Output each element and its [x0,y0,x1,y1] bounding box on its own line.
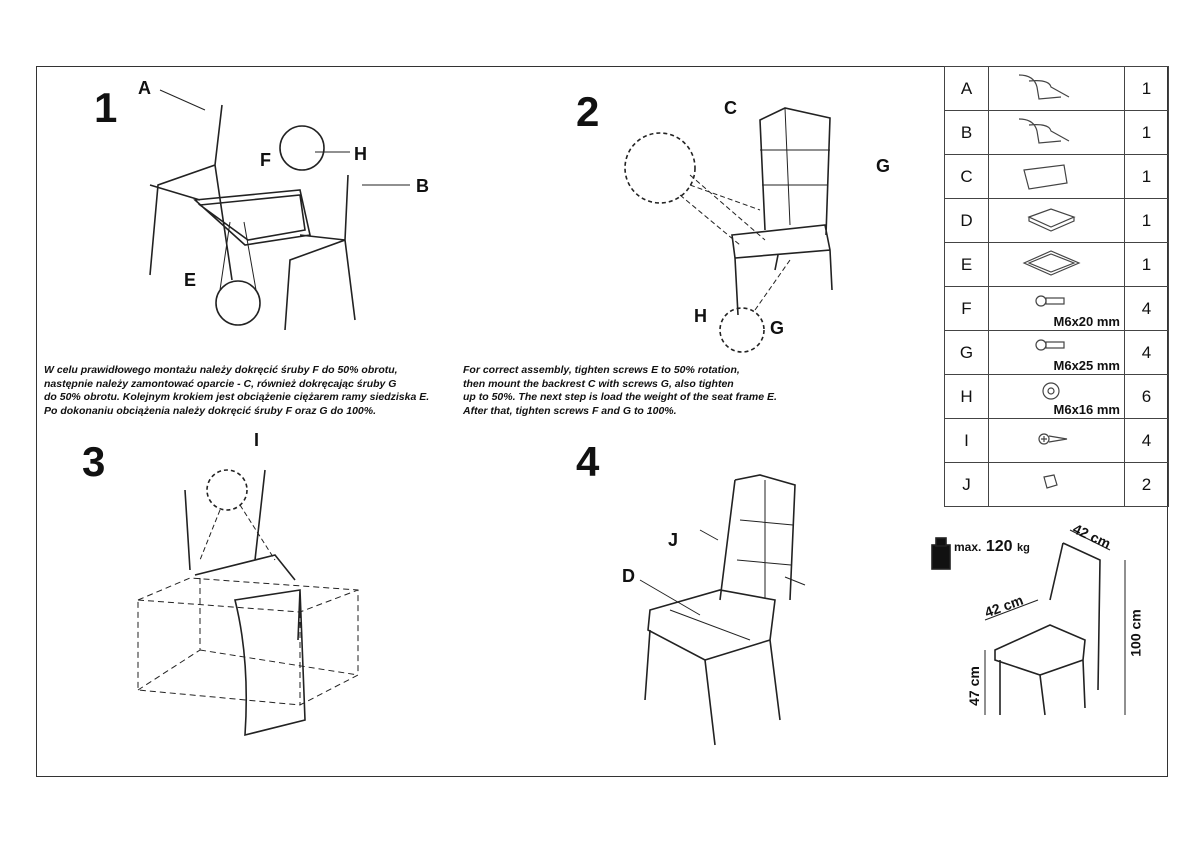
step3-drawing [137,469,359,737]
max-weight: max. 120 kg [954,538,1030,556]
seat-frame-icon [1022,250,1081,276]
part-row-i: I 4 [944,418,1169,463]
part-spec: M6x20 mm [1053,314,1120,329]
step1-drawing [149,89,410,331]
label-b: B [416,176,429,196]
part-letter: J [944,462,989,507]
part-letter: D [944,198,989,243]
label-j: J [668,530,679,550]
instructions-polish: W celu prawidłowego montażu należy dokrę… [44,364,430,417]
part-letter: H [944,374,989,419]
step-number-4: 4 [576,438,600,485]
part-quantity: 1 [1124,198,1169,243]
leg-frame-icon [1018,74,1070,100]
label-h-step2: H [694,306,707,326]
max-value: 120 [985,538,1013,555]
part-image [988,66,1125,111]
step-number-2: 2 [576,88,600,135]
seat-cushion-icon [1027,208,1076,232]
part-image: M6x20 mm [988,286,1125,331]
part-image [988,110,1125,155]
washer-icon [1042,382,1060,400]
part-image [988,418,1125,463]
part-letter: A [944,66,989,111]
part-row-a: A 1 [944,66,1169,111]
label-h: H [354,144,367,164]
dimension-seat-height: 47 cm [965,666,982,706]
part-image: M6x25 mm [988,330,1125,375]
part-image [988,154,1125,199]
cap-icon [1043,474,1058,489]
part-quantity: 4 [1124,330,1169,375]
label-i: I [254,430,260,450]
dimension-height: 100 cm [1127,609,1144,657]
label-d: D [622,566,635,586]
part-quantity: 1 [1124,242,1169,287]
part-row-e: E 1 [944,242,1169,287]
label-f: F [260,150,271,170]
part-quantity: 4 [1124,286,1169,331]
part-image [988,198,1125,243]
part-row-h: H M6x16 mm 6 [944,374,1169,419]
part-quantity: 1 [1124,110,1169,155]
step-number-3: 3 [82,438,106,485]
part-letter: G [944,330,989,375]
part-letter: E [944,242,989,287]
part-quantity: 4 [1124,418,1169,463]
label-g: G [876,156,891,176]
instructions-english: For correct assembly, tighten screws E t… [463,364,777,417]
label-e: E [184,270,197,290]
step2-drawing [624,107,833,353]
max-label: max. [954,540,982,554]
backrest-icon [1023,164,1068,190]
part-quantity: 2 [1124,462,1169,507]
leg-frame-icon [1018,118,1070,144]
part-image [988,242,1125,287]
part-row-d: D 1 [944,198,1169,243]
part-quantity: 6 [1124,374,1169,419]
part-row-j: J 2 [944,462,1169,507]
label-a: A [138,78,151,98]
bolt-icon [1035,339,1065,351]
wood-screw-icon [1038,433,1068,445]
max-unit: kg [1016,542,1030,554]
part-row-c: C 1 [944,154,1169,199]
part-spec: M6x25 mm [1053,358,1120,373]
part-letter: B [944,110,989,155]
part-letter: C [944,154,989,199]
part-image [988,462,1125,507]
step-number-1: 1 [94,84,118,131]
part-quantity: 1 [1124,66,1169,111]
dimension-chair-drawing [931,529,1126,716]
bolt-icon [1035,295,1065,307]
label-c: C [724,98,737,118]
part-row-f: F M6x20 mm 4 [944,286,1169,331]
part-row-g: G M6x25 mm 4 [944,330,1169,375]
part-letter: F [944,286,989,331]
part-spec: M6x16 mm [1053,402,1120,417]
part-letter: I [944,418,989,463]
part-image: M6x16 mm [988,374,1125,419]
part-row-b: B 1 [944,110,1169,155]
step4-drawing [639,474,806,746]
label-g-step2: G [770,318,785,338]
part-quantity: 1 [1124,154,1169,199]
